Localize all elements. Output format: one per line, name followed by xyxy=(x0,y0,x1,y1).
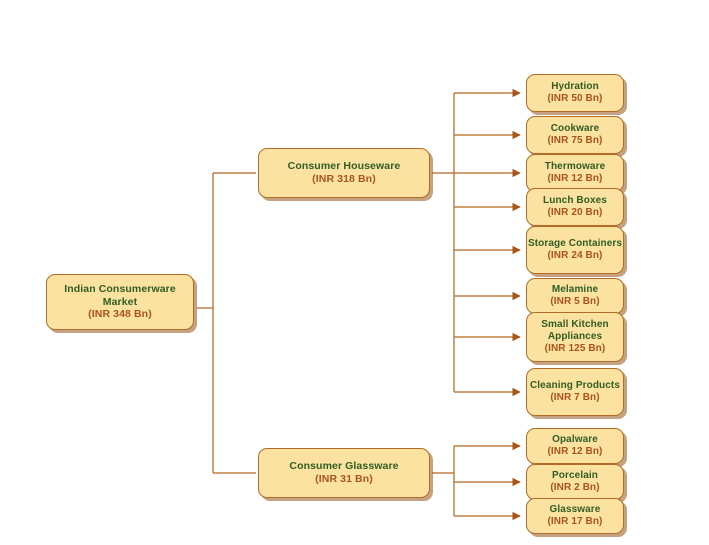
node-cookware-value: (INR 75 Bn) xyxy=(547,135,603,146)
node-opalware-value: (INR 12 Bn) xyxy=(547,446,603,457)
node-glassware-value: (INR 17 Bn) xyxy=(547,516,603,527)
node-small-kitchen-appliances[interactable]: Small Kitchen Appliances (INR 125 Bn) xyxy=(526,312,624,362)
node-porcelain[interactable]: Porcelain (INR 2 Bn) xyxy=(526,464,624,500)
node-glassware-title: Glassware xyxy=(549,503,601,515)
node-glassware[interactable]: Glassware (INR 17 Bn) xyxy=(526,498,624,534)
node-hydration-value: (INR 50 Bn) xyxy=(547,93,603,104)
node-cleaning-products[interactable]: Cleaning Products (INR 7 Bn) xyxy=(526,368,624,416)
node-storage-containers[interactable]: Storage Containers (INR 24 Bn) xyxy=(526,226,624,274)
node-lunch-boxes[interactable]: Lunch Boxes (INR 20 Bn) xyxy=(526,188,624,226)
node-consumer-houseware[interactable]: Consumer Houseware (INR 318 Bn) xyxy=(258,148,430,198)
node-consumer-glassware-title: Consumer Glassware xyxy=(289,460,399,473)
node-cookware[interactable]: Cookware (INR 75 Bn) xyxy=(526,116,624,154)
node-porcelain-value: (INR 2 Bn) xyxy=(550,482,600,493)
node-root-value: (INR 348 Bn) xyxy=(88,308,152,321)
node-small-kitchen-appliances-value: (INR 125 Bn) xyxy=(544,343,606,355)
node-small-kitchen-appliances-title: Small Kitchen Appliances xyxy=(541,318,609,342)
node-porcelain-title: Porcelain xyxy=(552,469,598,481)
node-thermoware[interactable]: Thermoware (INR 12 Bn) xyxy=(526,154,624,192)
node-consumer-houseware-title: Consumer Houseware xyxy=(287,160,401,173)
node-melamine[interactable]: Melamine (INR 5 Bn) xyxy=(526,278,624,314)
node-opalware[interactable]: Opalware (INR 12 Bn) xyxy=(526,428,624,464)
node-hydration-title: Hydration xyxy=(551,80,599,92)
node-hydration[interactable]: Hydration (INR 50 Bn) xyxy=(526,74,624,112)
node-lunch-boxes-value: (INR 20 Bn) xyxy=(547,207,603,218)
node-storage-containers-value: (INR 24 Bn) xyxy=(547,250,603,261)
node-cleaning-products-title: Cleaning Products xyxy=(529,379,621,391)
node-thermoware-value: (INR 12 Bn) xyxy=(547,173,603,184)
node-root-title: Indian Consumerware Market xyxy=(64,282,176,308)
node-opalware-title: Opalware xyxy=(552,433,598,445)
node-consumer-glassware[interactable]: Consumer Glassware (INR 31 Bn) xyxy=(258,448,430,498)
node-melamine-value: (INR 5 Bn) xyxy=(550,296,600,307)
node-cleaning-products-value: (INR 7 Bn) xyxy=(550,392,600,403)
node-root[interactable]: Indian Consumerware Market (INR 348 Bn) xyxy=(46,274,194,330)
node-consumer-glassware-value: (INR 31 Bn) xyxy=(315,473,373,485)
node-lunch-boxes-title: Lunch Boxes xyxy=(543,194,607,206)
node-cookware-title: Cookware xyxy=(550,122,600,134)
node-melamine-title: Melamine xyxy=(551,283,599,295)
node-storage-containers-title: Storage Containers xyxy=(527,237,623,249)
node-consumer-houseware-value: (INR 318 Bn) xyxy=(312,173,376,185)
node-thermoware-title: Thermoware xyxy=(544,160,606,172)
